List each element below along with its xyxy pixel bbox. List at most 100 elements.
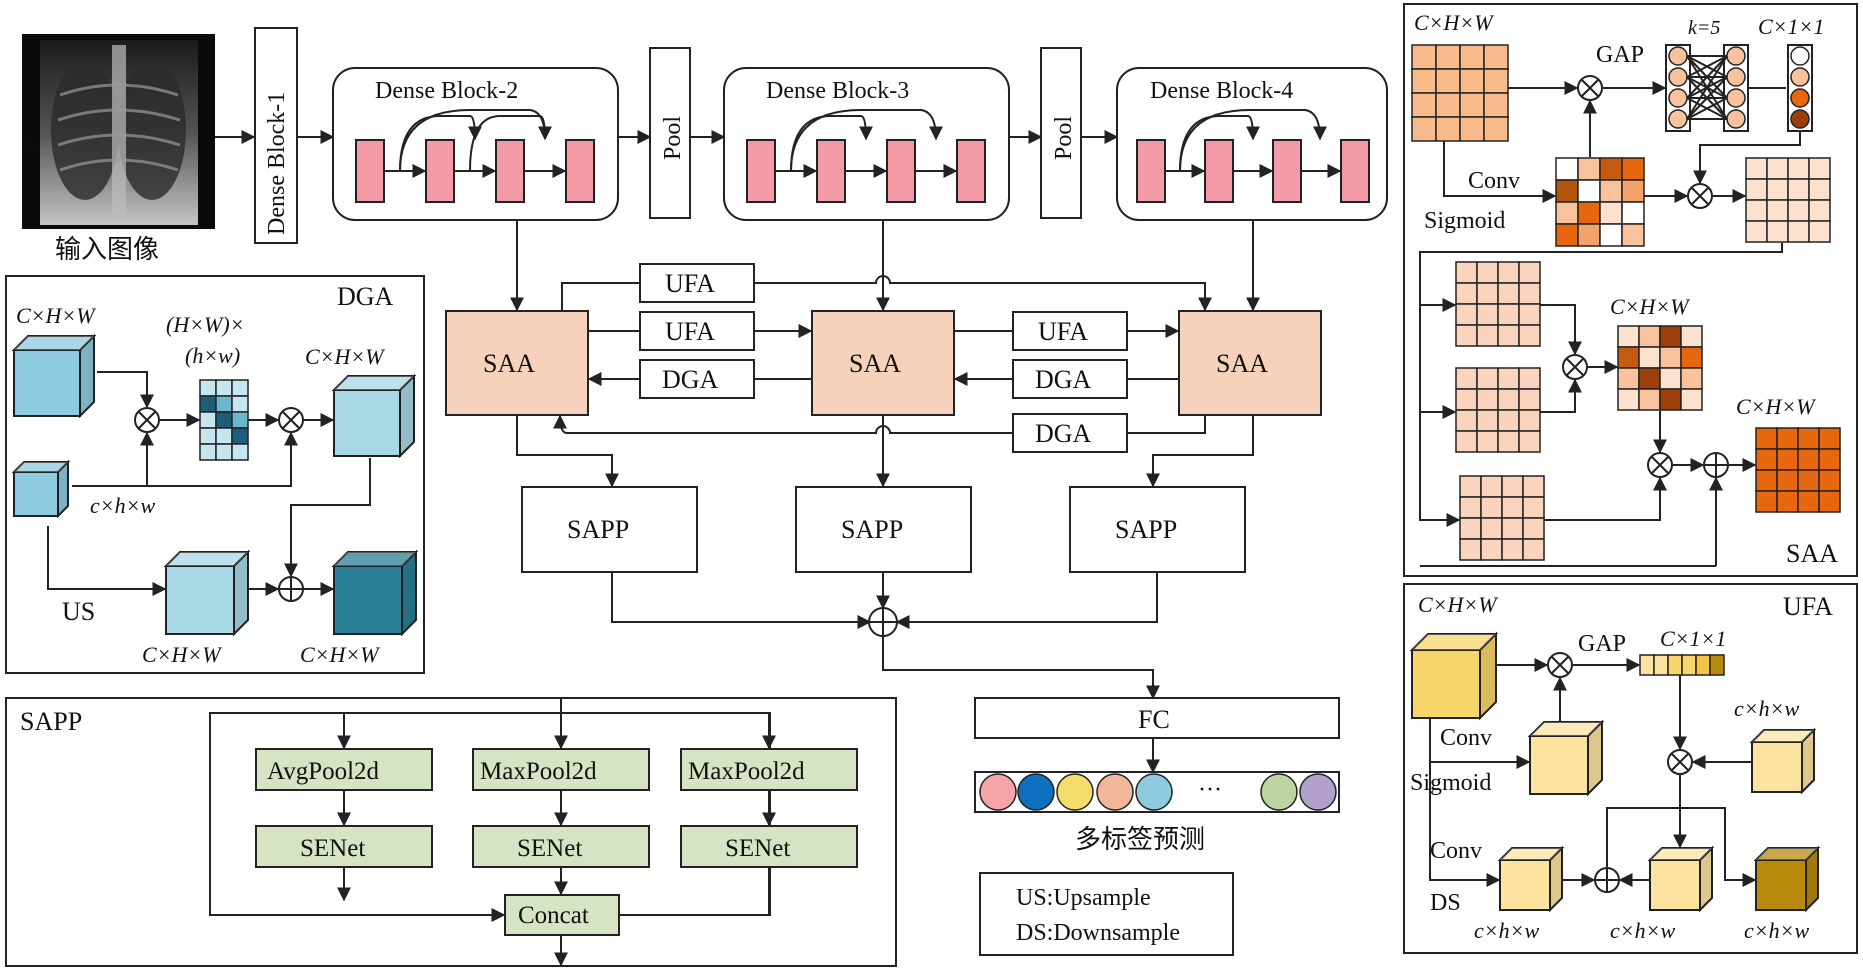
ufa-1: UFA <box>588 311 813 351</box>
dga-1: DGA <box>587 359 812 399</box>
pool-2-label: Pool <box>1051 116 1077 160</box>
dga-hw-2: (h×w) <box>185 343 240 368</box>
maxpool-1-label: MaxPool2d <box>480 758 597 785</box>
output-dot <box>1096 773 1134 811</box>
ufa-top: UFA <box>561 263 1212 312</box>
dga-upsampled-cube <box>163 549 251 637</box>
sapp-box-2 <box>795 486 972 573</box>
saa-multiply-3 <box>1562 354 1588 380</box>
saa-c11: C×1×1 <box>1758 14 1824 39</box>
saa-panel-title: SAA <box>1786 539 1838 568</box>
saa-add <box>1703 452 1729 478</box>
fc-box <box>974 697 1340 739</box>
output-dot <box>1056 773 1094 811</box>
sum-operator <box>868 607 898 637</box>
dga-3: DGA <box>553 413 1206 453</box>
output-dots <box>979 773 1337 811</box>
sapp-box-2-label: SAPP <box>841 515 903 544</box>
sapp-box-1 <box>521 486 698 573</box>
avgpool-label: AvgPool2d <box>267 758 380 785</box>
saa-conv1d-vector <box>1723 44 1749 132</box>
ufa-output-cube <box>1753 845 1821 913</box>
pool-1 <box>649 47 691 219</box>
dga-small: c×h×w <box>90 493 155 518</box>
ufa-small-1: c×h×w <box>1734 696 1799 721</box>
ufa-low-cube <box>1749 727 1817 795</box>
dga-diagram <box>11 333 419 637</box>
dga-panel-title: DGA <box>337 282 394 311</box>
output-dot <box>1299 773 1337 811</box>
ufa-conv-1: Conv <box>1440 725 1492 751</box>
dense-block-2-label: Dense Block-2 <box>375 78 518 104</box>
dense-block-4: Dense Block-4 <box>1116 67 1388 221</box>
ufa-top-label: UFA <box>665 269 715 298</box>
dga-chw-1: C×H×W <box>16 303 96 328</box>
dense-block-3-label: Dense Block-3 <box>766 78 909 104</box>
legend-us: US:Upsample <box>1016 885 1151 911</box>
saa-input-grid <box>1411 44 1509 142</box>
dense-block-3: Dense Block-3 <box>723 67 1010 221</box>
maxpool-2-label: MaxPool2d <box>688 758 805 785</box>
ufa-panel-title: UFA <box>1783 592 1833 621</box>
senet-2-label: SENet <box>517 835 582 862</box>
senet-box-3: SENet <box>680 825 858 868</box>
dga-chw-3: C×H×W <box>142 642 222 667</box>
dga-hw-1: (H×W)× <box>166 312 245 337</box>
dga-small-cube <box>11 459 71 519</box>
saa-k: k=5 <box>1688 17 1720 39</box>
ufa-small-3: c×h×w <box>1610 918 1675 943</box>
ufa-small-2: c×h×w <box>1474 918 1539 943</box>
pool-2 <box>1040 47 1082 219</box>
avgpool-box: AvgPool2d <box>255 748 433 791</box>
ufa-conv-cube <box>1527 719 1605 797</box>
xray-marker: R <box>30 140 36 150</box>
senet-box-2: SENet <box>472 825 650 868</box>
dga-multiply-1 <box>134 407 160 433</box>
saa-box-3-label: SAA <box>1216 349 1268 378</box>
saa-box-1-label: SAA <box>483 349 535 378</box>
output-dot <box>1017 773 1055 811</box>
sapp-box-3 <box>1069 486 1246 573</box>
saa-channel-weights <box>1787 44 1813 132</box>
ufa-2-label: UFA <box>1038 317 1088 346</box>
dense-block-1-label: Dense Block-1 <box>264 92 290 235</box>
dense-block-1 <box>254 27 298 244</box>
sapp-panel-title: SAPP <box>20 707 82 736</box>
saa-position-map <box>1617 325 1703 411</box>
dense-block-2: Dense Block-2 <box>332 67 619 221</box>
saa-panel <box>1403 3 1858 577</box>
fc-label: FC <box>1138 705 1170 734</box>
ufa-sigmoid: Sigmoid <box>1410 770 1491 796</box>
saa-output-grid <box>1755 427 1841 513</box>
concat-box: Concat <box>504 894 620 936</box>
senet-1-label: SENet <box>300 835 365 862</box>
output-dot <box>1260 773 1298 811</box>
ufa-ds-cube <box>1497 845 1565 913</box>
saa-box-2 <box>811 310 955 416</box>
ufa-gap: GAP <box>1578 631 1626 657</box>
dga-panel <box>5 275 425 674</box>
saa-branch-3 <box>1459 475 1545 561</box>
dga-2: DGA <box>953 359 1179 399</box>
saa-multiply-4 <box>1647 452 1673 478</box>
output-ellipsis: ··· <box>1198 777 1222 803</box>
ufa-2: UFA <box>954 311 1180 351</box>
maxpool-box-1: MaxPool2d <box>472 748 650 791</box>
ufa-channel-vector <box>1639 654 1725 676</box>
output-dot <box>979 773 1017 811</box>
ufa-ds: DS <box>1430 890 1461 916</box>
senet-box-1: SENet <box>255 825 433 868</box>
ufa-high-cube <box>1409 631 1499 721</box>
dga-add <box>278 576 304 602</box>
dga-input-cube <box>11 333 97 419</box>
saa-multiply-2 <box>1687 183 1713 209</box>
dga-attention-matrix <box>199 379 249 461</box>
sapp-box-3-label: SAPP <box>1115 515 1177 544</box>
pool-1-label: Pool <box>660 116 686 160</box>
ufa-1-label: UFA <box>665 317 715 346</box>
saa-chw-3: C×H×W <box>1736 394 1816 419</box>
dga-chw-4: C×H×W <box>300 642 380 667</box>
saa-chw-2: C×H×W <box>1610 294 1690 319</box>
dga-output-cube <box>331 549 419 637</box>
